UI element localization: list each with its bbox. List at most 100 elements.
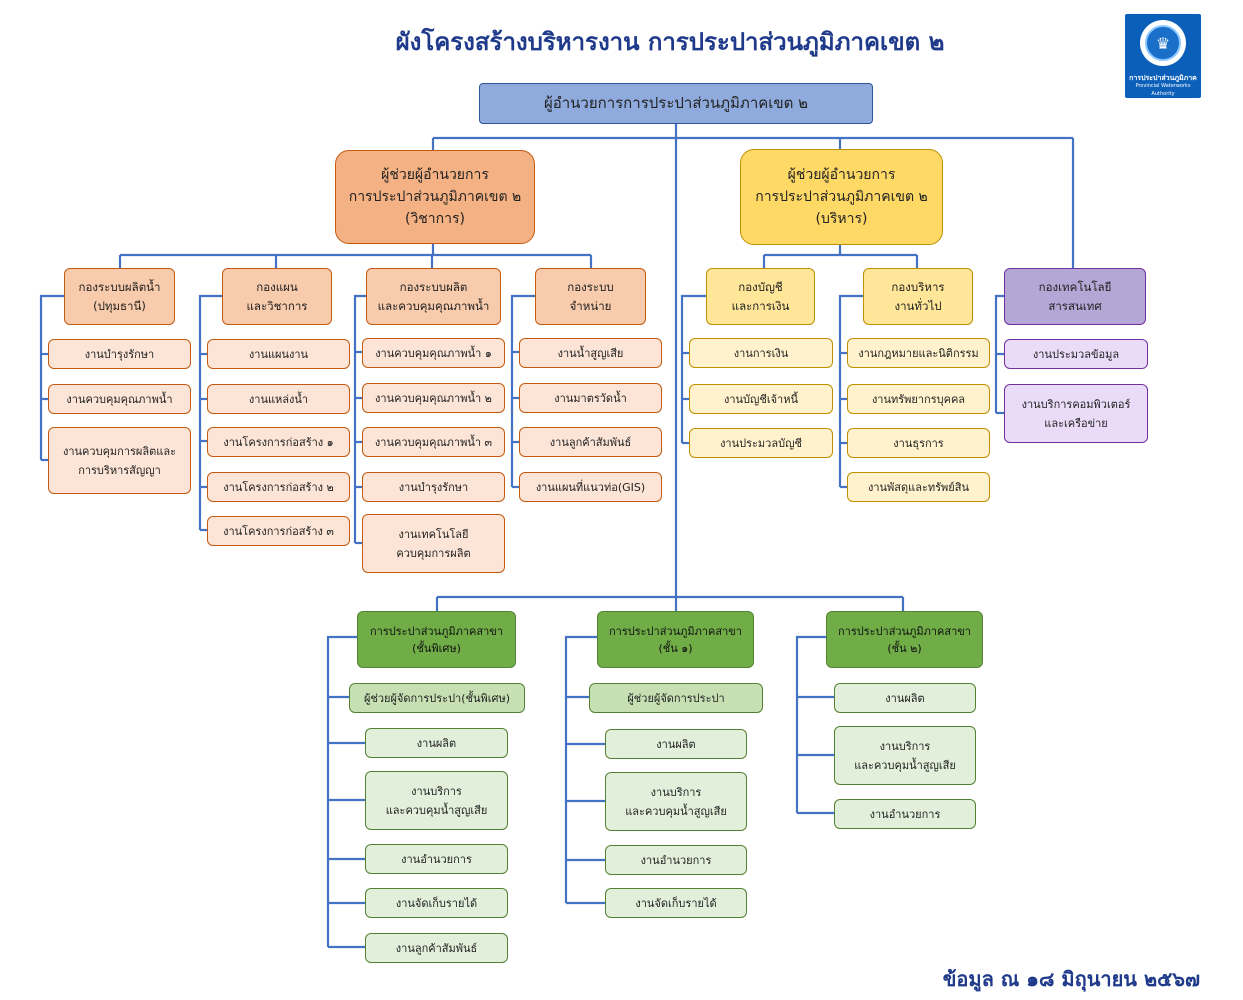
unit-it-2[interactable]: งานบริการคอมพิวเตอร์ และเครือข่าย: [1004, 384, 1148, 443]
unit-label: งานบริการ และควบคุมน้ำสูญเสีย: [385, 784, 488, 817]
division-general[interactable]: กองบริหาร งานทั่วไป: [863, 268, 973, 325]
director-label: ผู้อำนวยการการประปาส่วนภูมิภาคเขต ๒: [543, 94, 809, 112]
unit-label: งานควบคุมคุณภาพน้ำ ๓: [374, 435, 493, 449]
unit-label: งานบริการ และควบคุมน้ำสูญเสีย: [625, 785, 727, 818]
unit-planning-4[interactable]: งานโครงการก่อสร้าง ๒: [207, 472, 350, 502]
unit-special-3[interactable]: งานบริการ และควบคุมน้ำสูญเสีย: [365, 771, 508, 830]
unit-label: งานแผนงาน: [248, 347, 309, 361]
unit-label: งานควบคุมการผลิตและ การบริหารสัญญา: [62, 444, 176, 477]
unit-general-3[interactable]: งานธุรการ: [847, 428, 990, 458]
unit-general-1[interactable]: งานกฎหมายและนิติกรรม: [847, 338, 990, 368]
logo-name-en: Provincial Waterworks Authority: [1135, 83, 1191, 97]
pwa-logo: ♛ การประปาส่วนภูมิภาค Provincial Waterwo…: [1125, 14, 1201, 98]
deputy-admin-box[interactable]: ผู้ช่วยผู้อำนวยการ การประปาส่วนภูมิภาคเข…: [740, 149, 943, 245]
page-title: ผังโครงสร้างบริหารงาน การประปาส่วนภูมิภา…: [395, 28, 945, 56]
unit-production-2[interactable]: งานควบคุมคุณภาพน้ำ: [48, 384, 191, 414]
unit-class1-5[interactable]: งานจัดเก็บรายได้: [605, 888, 747, 918]
unit-quality-4[interactable]: งานบำรุงรักษา: [362, 472, 505, 502]
unit-finance-3[interactable]: งานประมวลบัญชี: [689, 428, 833, 458]
unit-special-5[interactable]: งานจัดเก็บรายได้: [365, 888, 508, 918]
unit-label: งานควบคุมคุณภาพน้ำ ๑: [375, 346, 492, 360]
unit-label: งานผลิต: [885, 691, 925, 705]
unit-distribution-3[interactable]: งานลูกค้าสัมพันธ์: [519, 427, 662, 457]
division-distribution-label: กองระบบ จำหน่าย: [567, 279, 614, 313]
unit-special-6[interactable]: งานลูกค้าสัมพันธ์: [365, 933, 508, 963]
unit-class2-3[interactable]: งานอำนวยการ: [834, 799, 976, 829]
division-distribution[interactable]: กองระบบ จำหน่าย: [535, 268, 646, 325]
division-finance-label: กองบัญชี และการเงิน: [731, 279, 790, 313]
branch-special-label: การประปาส่วนภูมิภาคสาขา (ชั้นพิเศษ): [370, 624, 503, 655]
unit-label: งานผลิต: [656, 737, 696, 751]
unit-class1-3[interactable]: งานบริการ และควบคุมน้ำสูญเสีย: [605, 772, 747, 831]
unit-finance-2[interactable]: งานบัญชีเจ้าหนี้: [689, 384, 833, 414]
unit-special-2[interactable]: งานผลิต: [365, 728, 508, 758]
unit-label: ผู้ช่วยผู้จัดการประปา: [627, 691, 725, 705]
unit-quality-5[interactable]: งานเทคโนโลยี ควบคุมการผลิต: [362, 514, 505, 573]
logo-text: การประปาส่วนภูมิภาค Provincial Waterwork…: [1125, 74, 1201, 98]
unit-label: งานแหล่งน้ำ: [248, 392, 309, 406]
unit-planning-5[interactable]: งานโครงการก่อสร้าง ๓: [207, 516, 350, 546]
unit-label: งานบำรุงรักษา: [398, 480, 469, 494]
deputy-technical-label: ผู้ช่วยผู้อำนวยการ การประปาส่วนภูมิภาคเข…: [348, 167, 522, 227]
unit-label: งานโครงการก่อสร้าง ๓: [223, 524, 334, 538]
division-it-label: กองเทคโนโลยี สารสนเทศ: [1038, 279, 1112, 313]
unit-label: งานอำนวยการ: [869, 807, 941, 821]
unit-class1-2[interactable]: งานผลิต: [605, 729, 747, 759]
unit-label: งานอำนวยการ: [401, 852, 472, 866]
logo-name-th: การประปาส่วนภูมิภาค: [1129, 74, 1197, 82]
unit-label: งานบำรุงรักษา: [84, 347, 155, 361]
unit-label: งานกฎหมายและนิติกรรม: [858, 346, 979, 360]
unit-label: งานประมวลข้อมูล: [1032, 347, 1120, 361]
division-planning[interactable]: กองแผน และวิชาการ: [222, 268, 332, 325]
branch-class1[interactable]: การประปาส่วนภูมิภาคสาขา (ชั้น ๑): [597, 611, 754, 668]
unit-label: ผู้ช่วยผู้จัดการประปา(ชั้นพิเศษ): [363, 691, 511, 705]
unit-quality-1[interactable]: งานควบคุมคุณภาพน้ำ ๑: [362, 338, 505, 368]
branch-class2-label: การประปาส่วนภูมิภาคสาขา (ชั้น ๒): [838, 624, 971, 655]
deputy-admin-label: ผู้ช่วยผู้อำนวยการ การประปาส่วนภูมิภาคเข…: [755, 167, 928, 227]
director-box[interactable]: ผู้อำนวยการการประปาส่วนภูมิภาคเขต ๒: [479, 83, 873, 124]
unit-special-1[interactable]: ผู้ช่วยผู้จัดการประปา(ชั้นพิเศษ): [349, 683, 525, 713]
branch-class1-label: การประปาส่วนภูมิภาคสาขา (ชั้น ๑): [609, 624, 742, 655]
division-production-label: กองระบบผลิตน้ำ (ปทุมธานี): [78, 279, 161, 313]
unit-label: งานบริการ และควบคุมน้ำสูญเสีย: [854, 739, 956, 772]
unit-special-4[interactable]: งานอำนวยการ: [365, 844, 508, 874]
unit-label: งานควบคุมคุณภาพน้ำ ๒: [375, 391, 492, 405]
unit-label: งานลูกค้าสัมพันธ์: [549, 435, 632, 449]
unit-it-1[interactable]: งานประมวลข้อมูล: [1004, 339, 1148, 369]
unit-planning-1[interactable]: งานแผนงาน: [207, 339, 350, 369]
unit-planning-3[interactable]: งานโครงการก่อสร้าง ๑: [207, 427, 350, 457]
unit-quality-2[interactable]: งานควบคุมคุณภาพน้ำ ๒: [362, 383, 505, 413]
unit-label: งานพัสดุและทรัพย์สิน: [867, 480, 969, 494]
unit-label: งานน้ำสูญเสีย: [557, 346, 624, 360]
unit-distribution-2[interactable]: งานมาตรวัดน้ำ: [519, 383, 662, 413]
division-finance[interactable]: กองบัญชี และการเงิน: [706, 268, 815, 325]
unit-general-2[interactable]: งานทรัพยากรบุคคล: [847, 384, 990, 414]
unit-label: งานมาตรวัดน้ำ: [554, 391, 627, 405]
unit-finance-1[interactable]: งานการเงิน: [689, 338, 833, 368]
division-quality[interactable]: กองระบบผลิต และควบคุมคุณภาพน้ำ: [366, 268, 501, 325]
unit-label: งานลูกค้าสัมพันธ์: [395, 941, 478, 955]
branch-class2[interactable]: การประปาส่วนภูมิภาคสาขา (ชั้น ๒): [826, 611, 983, 668]
unit-general-4[interactable]: งานพัสดุและทรัพย์สิน: [847, 472, 990, 502]
unit-planning-2[interactable]: งานแหล่งน้ำ: [207, 384, 350, 414]
unit-label: งานเทคโนโลยี ควบคุมการผลิต: [396, 527, 471, 560]
unit-class1-1[interactable]: ผู้ช่วยผู้จัดการประปา: [589, 683, 763, 713]
unit-class1-4[interactable]: งานอำนวยการ: [605, 845, 747, 875]
unit-label: งานบัญชีเจ้าหนี้: [723, 392, 799, 406]
unit-distribution-1[interactable]: งานน้ำสูญเสีย: [519, 338, 662, 368]
unit-class2-2[interactable]: งานบริการ และควบคุมน้ำสูญเสีย: [834, 726, 976, 785]
division-planning-label: กองแผน และวิชาการ: [246, 279, 308, 313]
division-it[interactable]: กองเทคโนโลยี สารสนเทศ: [1004, 268, 1146, 325]
unit-quality-3[interactable]: งานควบคุมคุณภาพน้ำ ๓: [362, 427, 505, 457]
division-production[interactable]: กองระบบผลิตน้ำ (ปทุมธานี): [64, 268, 175, 325]
deputy-technical-box[interactable]: ผู้ช่วยผู้อำนวยการ การประปาส่วนภูมิภาคเข…: [335, 150, 535, 244]
unit-class2-1[interactable]: งานผลิต: [834, 683, 976, 713]
unit-label: งานจัดเก็บรายได้: [395, 896, 478, 910]
unit-production-1[interactable]: งานบำรุงรักษา: [48, 339, 191, 369]
division-quality-label: กองระบบผลิต และควบคุมคุณภาพน้ำ: [377, 279, 490, 313]
unit-production-3[interactable]: งานควบคุมการผลิตและ การบริหารสัญญา: [48, 427, 191, 494]
branch-special[interactable]: การประปาส่วนภูมิภาคสาขา (ชั้นพิเศษ): [357, 611, 516, 668]
pwa-emblem-icon: ♛: [1140, 20, 1186, 66]
unit-label: งานโครงการก่อสร้าง ๑: [223, 435, 334, 449]
unit-distribution-4[interactable]: งานแผนที่แนวท่อ(GIS): [519, 472, 662, 502]
